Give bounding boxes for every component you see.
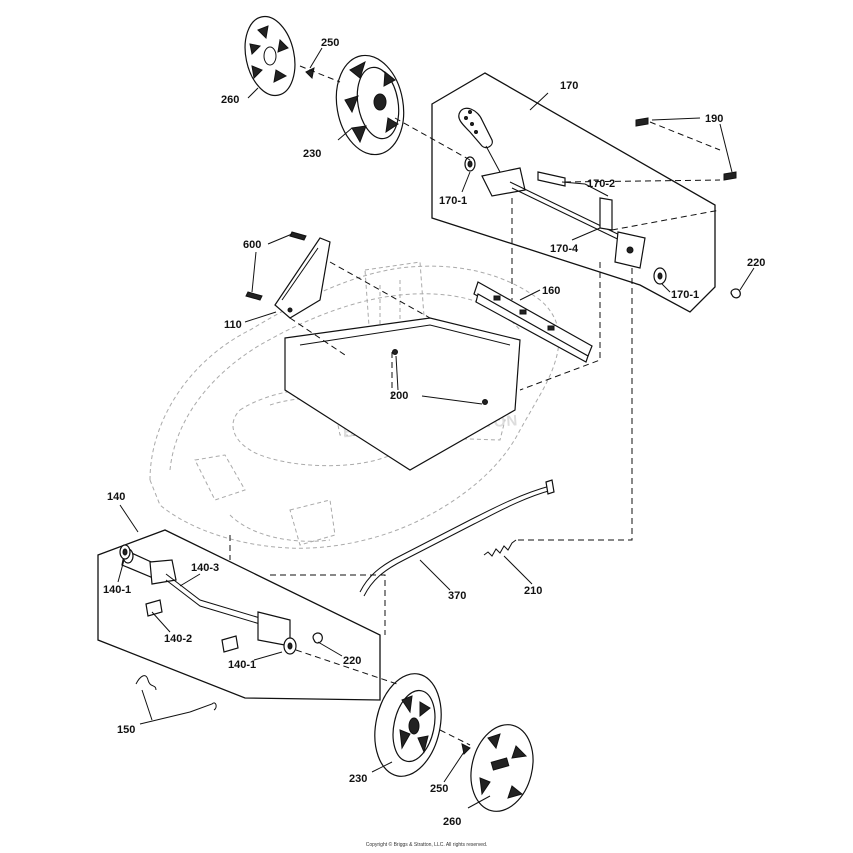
hubcap-bottom [470,724,534,812]
callout-200: 200 [390,390,408,402]
callout-220-left: 220 [343,655,361,667]
spring-210 [483,539,517,557]
washer-170-1-a [464,156,476,172]
wheel-top [335,54,405,156]
callout-150: 150 [117,724,135,736]
callout-190: 190 [705,113,723,125]
callout-140-1-a: 140-1 [103,584,131,596]
callout-260-top: 260 [221,94,239,106]
box-140 [97,529,381,701]
bracket-110 [274,237,331,319]
screw-600-a [289,231,307,241]
clip-220-right [730,288,741,299]
washer-140-1-b [283,637,297,655]
wheel-bottom [374,673,442,777]
callout-220-right: 220 [747,257,765,269]
clip-250-bottom [461,743,471,756]
callout-600: 600 [243,239,261,251]
alignment-lines [229,65,721,746]
callout-labels: 250 260 230 170 190 170-1 170-2 170-4 22… [103,37,765,828]
callout-230-top: 230 [303,148,321,160]
spring-150-a [135,675,157,691]
box-170 [431,72,716,313]
callout-170-4: 170-4 [550,243,579,255]
screw-600-b [245,291,263,301]
callout-260-bottom: 260 [443,816,461,828]
callout-110: 110 [224,319,242,331]
callout-140: 140 [107,491,125,503]
callout-160: 160 [542,285,560,297]
callout-370: 370 [448,590,466,602]
spring-150-b [189,702,217,713]
height-rod-370 [359,479,555,597]
callout-210: 210 [524,585,542,597]
callout-170: 170 [560,80,578,92]
bushing-140-2 [145,599,239,653]
callout-250-bottom: 250 [430,783,448,795]
callout-170-1-a: 170-1 [439,195,467,207]
height-adjust-lever [458,107,646,269]
leader-lines [117,47,755,809]
screws-190 [635,117,737,181]
callout-230-bottom: 230 [349,773,367,785]
front-axle-140-3 [121,548,291,647]
callout-250-top: 250 [321,37,339,49]
washer-170-1-b [653,267,667,285]
callout-140-1-b: 140-1 [228,659,256,671]
copyright-notice: Copyright © Briggs & Stratton, LLC. All … [365,842,488,848]
callout-170-2: 170-2 [587,178,615,190]
callout-140-2: 140-2 [164,633,192,645]
washer-140-1-a [119,544,131,560]
callout-140-3: 140-3 [191,562,219,574]
rear-bracket-160 [473,281,593,363]
hubcap-top [244,15,296,97]
clip-220-left [312,632,323,644]
callout-170-1-b: 170-1 [671,289,699,301]
